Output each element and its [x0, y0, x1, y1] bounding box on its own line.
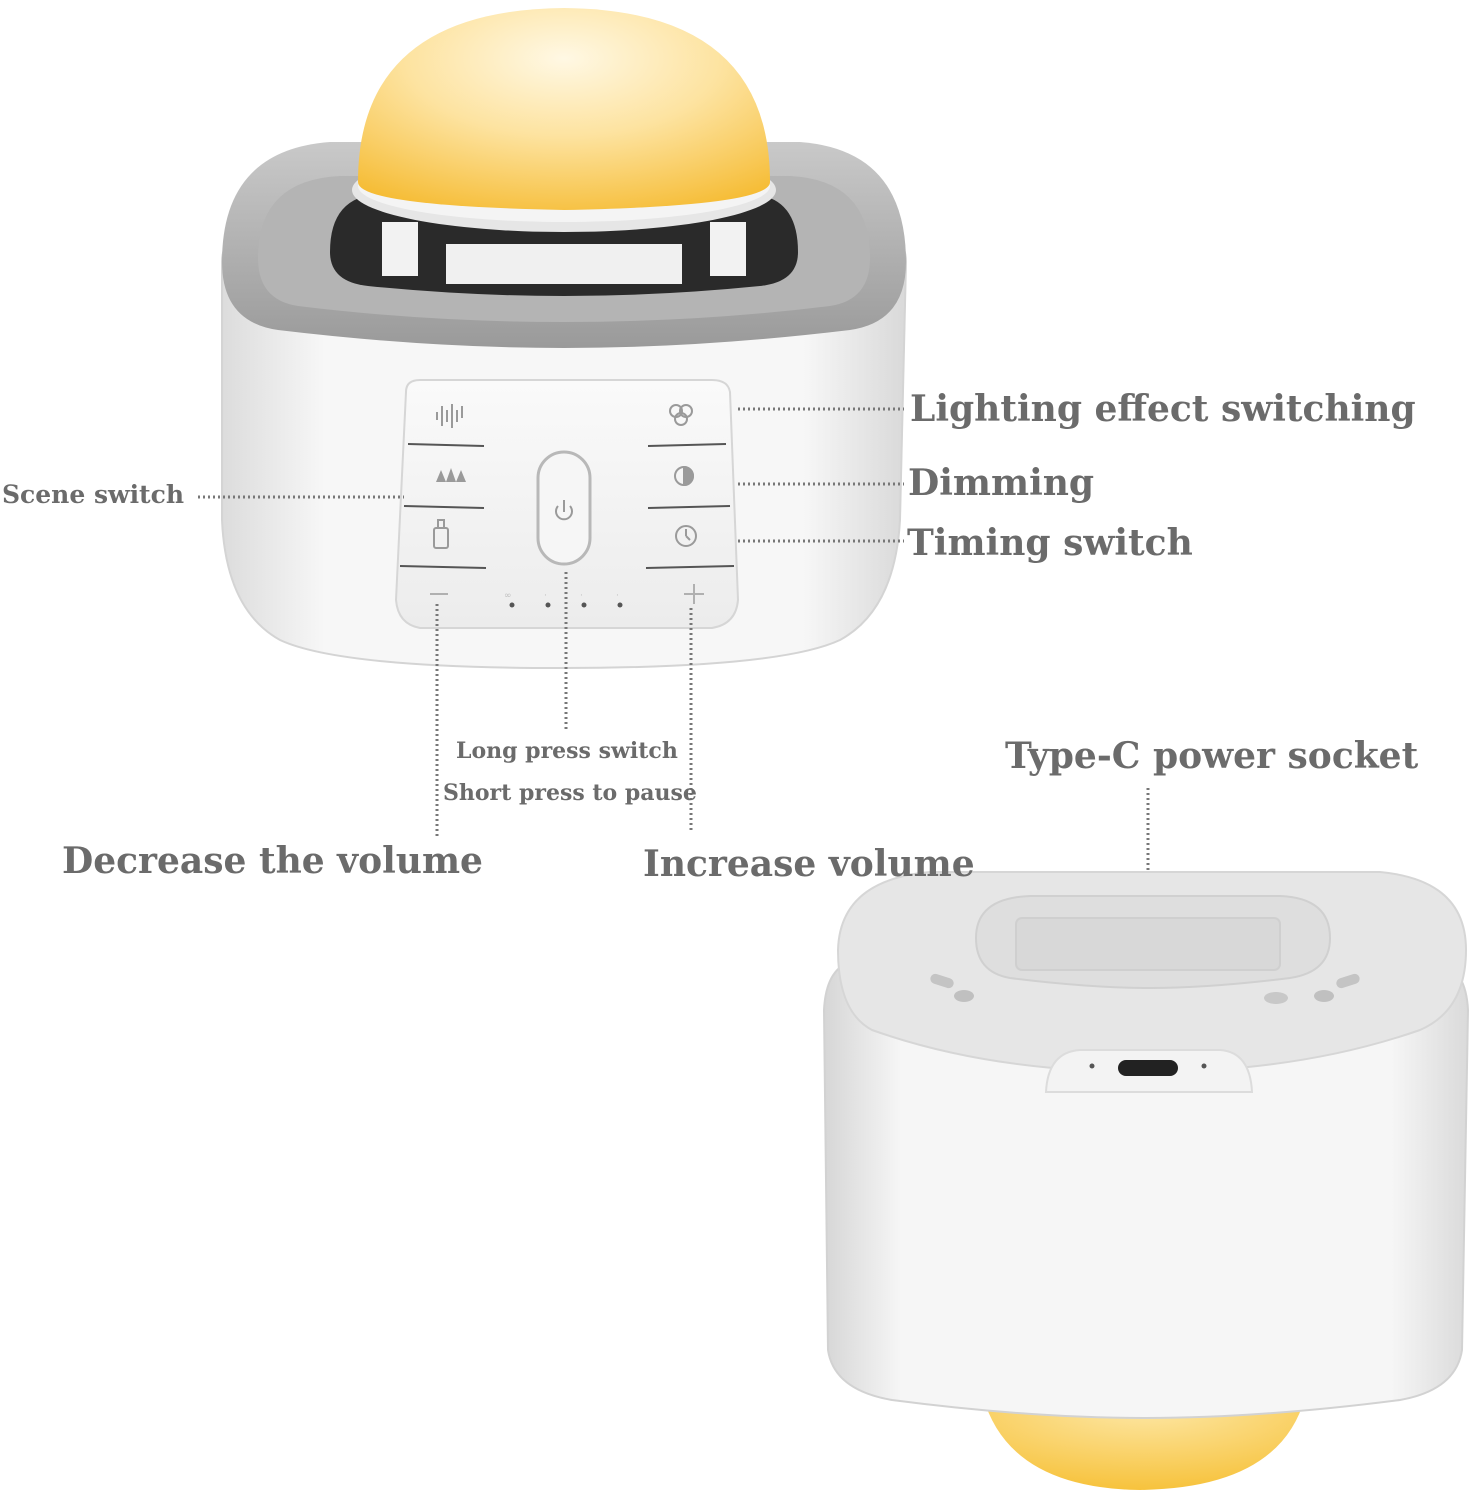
- svg-text:∞: ∞: [504, 591, 512, 601]
- label-lighting-effect: Lighting effect switching: [910, 388, 1416, 430]
- svg-text:·: ·: [616, 591, 619, 601]
- label-typec-socket: Type-C power socket: [1005, 735, 1419, 777]
- label-dimming: Dimming: [908, 462, 1095, 504]
- lamp-dome: [358, 8, 770, 210]
- dimming-icon: [674, 465, 694, 487]
- clock-icon: [675, 525, 697, 547]
- timer-indicator-dots: [509, 602, 623, 608]
- label-short-press: Short press to pause: [443, 780, 697, 806]
- label-decrease-volume: Decrease the volume: [62, 840, 483, 882]
- plus-icon: [684, 584, 704, 604]
- scene-forest-icon: [436, 468, 466, 482]
- bottle-icon: [433, 519, 449, 549]
- sound-wave-icon: [436, 404, 463, 428]
- label-timing-switch: Timing switch: [907, 522, 1193, 564]
- lighting-effect-icon: [669, 404, 693, 426]
- label-long-press: Long press switch: [456, 738, 678, 764]
- typec-port: [1118, 1060, 1178, 1076]
- label-scene-switch: Scene switch: [2, 480, 185, 509]
- power-icon: [555, 500, 573, 521]
- svg-text:·: ·: [544, 591, 547, 601]
- label-increase-volume: Increase volume: [643, 843, 975, 885]
- svg-text:·: ·: [580, 591, 583, 601]
